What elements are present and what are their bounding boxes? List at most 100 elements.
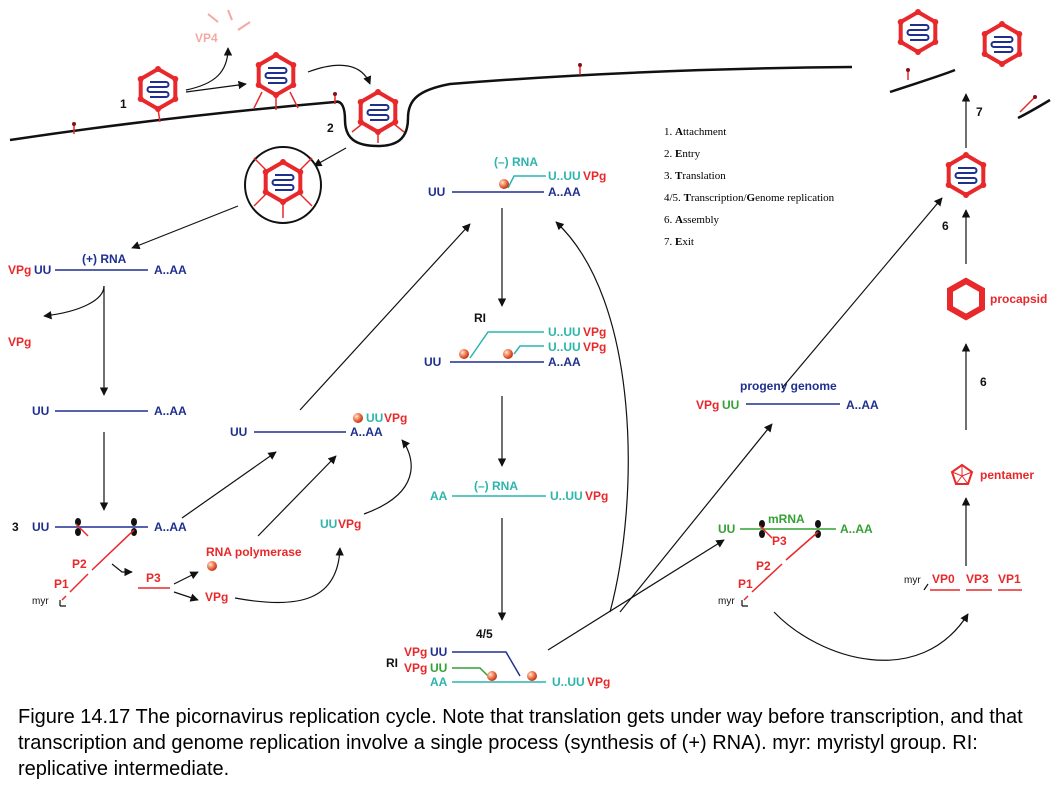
figure-caption: Figure 14.17 The picornavirus replicatio… [18, 706, 1023, 780]
receptor-icon [577, 62, 583, 76]
rna-polymerase-label: RNA polymerase [206, 545, 302, 559]
receptor-icon [905, 67, 911, 81]
myr-label: myr [32, 596, 49, 607]
vpg-label: VPg [404, 661, 427, 675]
p2-label: P2 [72, 557, 87, 571]
u-uu-label: U..UU [550, 489, 583, 503]
vpg-label: VPg [583, 325, 606, 339]
uu-label: UU [32, 520, 49, 534]
legend: 1. Attachment 2. Entry 3. Translation 4/… [664, 126, 835, 248]
uu-label: UU [430, 645, 447, 659]
aa-tail-label: A..AA [154, 404, 187, 418]
legend-item-2: 2. Entry [664, 148, 701, 160]
ribosome-icon [75, 518, 81, 536]
virion-icon [943, 150, 989, 200]
polymerase-icon [499, 179, 509, 189]
uu-label: UU [32, 404, 49, 418]
legend-item-3: 3. Translation [664, 170, 726, 182]
uu-label: UU [320, 517, 337, 531]
step-2-label: 2 [327, 121, 334, 135]
step-6-label: 6 [942, 219, 949, 233]
legend-item-7: 7. Exit [664, 236, 694, 248]
vpg-label: VPg [8, 263, 31, 277]
mrna-label: mRNA [768, 512, 805, 526]
myr-label: myr [904, 575, 921, 586]
uu-label: UU [424, 355, 441, 369]
uu-label: UU [428, 185, 445, 199]
vpg-label: VPg [404, 645, 427, 659]
uu-label: UU [34, 263, 51, 277]
vpg-label: VPg [696, 398, 719, 412]
p1-label: P1 [738, 577, 753, 591]
step-3-label: 3 [12, 520, 19, 534]
ribosome-icon [131, 518, 137, 536]
polymerase-icon [353, 413, 363, 423]
uu-label: UU [366, 411, 383, 425]
aa-tail-label: A..AA [548, 185, 581, 199]
step-45-label: 4/5 [476, 627, 493, 641]
legend-item-6: 6. Assembly [664, 214, 720, 226]
myr-label: myr [718, 596, 735, 607]
vp1-label: VP1 [998, 572, 1021, 586]
ri-label: RI [474, 311, 486, 325]
polymerase-icon [459, 349, 469, 359]
step-1-label: 1 [120, 97, 127, 111]
aa-tail-label: A..AA [846, 398, 879, 412]
p1-label: P1 [54, 577, 69, 591]
aa-label: AA [430, 675, 448, 689]
polymerase-icon [207, 561, 217, 571]
u-uu-label: U..UU [548, 325, 581, 339]
p3-label: P3 [146, 571, 161, 585]
exit-membrane-left [889, 68, 956, 94]
vpg-label: VPg [587, 675, 610, 689]
procapsid-label: procapsid [990, 292, 1047, 306]
virion-icon [979, 19, 1025, 69]
vp4-label: VP4 [195, 31, 218, 45]
uu-label: UU [722, 398, 739, 412]
vpg-label: VPg [338, 517, 361, 531]
p3-label: P3 [772, 534, 787, 548]
aa-label: AA [430, 489, 448, 503]
virion-icon [355, 87, 401, 137]
u-uu-label: U..UU [552, 675, 585, 689]
vpg-label: VPg [8, 335, 31, 349]
aa-tail-label: A..AA [840, 522, 873, 536]
aa-tail-label: A..AA [154, 520, 187, 534]
vp3-label: VP3 [966, 572, 989, 586]
step-7-label: 7 [976, 105, 983, 119]
ribosome-icon [815, 520, 821, 538]
vpg-label: VPg [583, 169, 606, 183]
vp4-fragments [207, 9, 251, 31]
plus-rna-label: (+) RNA [82, 252, 127, 266]
vpg-label: VPg [585, 489, 608, 503]
u-uu-label: U..UU [548, 340, 581, 354]
vp0-label: VP0 [932, 572, 955, 586]
polymerase-icon [503, 349, 513, 359]
polymerase-icon [487, 671, 497, 681]
p2-label: P2 [756, 559, 771, 573]
virion-icon [135, 64, 181, 114]
minus-rna-label: (–) RNA [474, 479, 518, 493]
minus-rna-label: (–) RNA [494, 155, 538, 169]
virion-icon [895, 7, 941, 57]
progeny-genome-label: progeny genome [740, 379, 837, 393]
uu-label: UU [230, 425, 247, 439]
pentamer-label: pentamer [980, 468, 1034, 482]
virion-icon [253, 50, 299, 100]
exit-membrane-right [1017, 98, 1051, 120]
vpg-label: VPg [205, 590, 228, 604]
legend-item-45: 4/5. Transcription/Genome replication [664, 192, 835, 204]
aa-tail-label: A..AA [350, 425, 383, 439]
legend-item-1: 1. Attachment [664, 126, 726, 138]
replication-cycle-diagram: VP4 1 2 VPg UU (+) RNA A..AA VPg UU A..A… [8, 7, 1051, 689]
aa-tail-label: A..AA [154, 263, 187, 277]
plasma-membrane [9, 65, 853, 148]
vpg-label: VPg [384, 411, 407, 425]
uu-label: UU [718, 522, 735, 536]
aa-tail-label: A..AA [548, 355, 581, 369]
uu-label: UU [430, 661, 447, 675]
polymerase-icon [527, 671, 537, 681]
ri-label: RI [386, 656, 398, 670]
procapsid-icon [947, 277, 985, 321]
vpg-label: VPg [583, 340, 606, 354]
